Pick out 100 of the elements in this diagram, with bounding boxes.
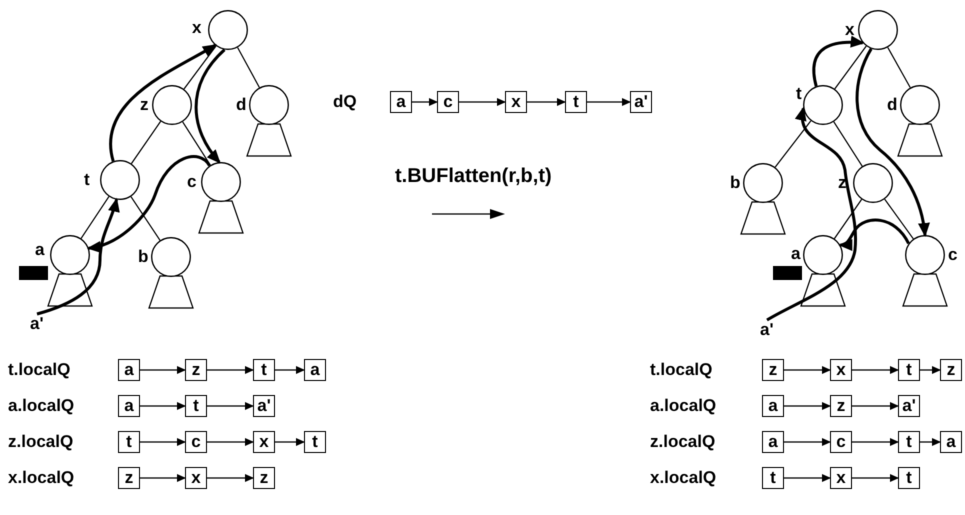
node-label: t: [84, 170, 90, 190]
tree-branch: [80, 196, 110, 239]
node-label: x: [192, 18, 202, 38]
queue-item: c: [437, 91, 459, 113]
queue-item: t: [253, 359, 275, 381]
arrow: [784, 402, 831, 410]
tree-node: [853, 163, 893, 203]
arrow: [852, 366, 899, 374]
arrow: [920, 366, 941, 374]
traversal-arrow: [838, 218, 910, 250]
tree-branch: [834, 46, 867, 90]
arrow: [459, 98, 506, 106]
queue-name: dQ: [333, 92, 357, 112]
arrow: [784, 438, 831, 446]
arrow: [784, 474, 831, 482]
arrow: [412, 98, 438, 106]
node-label: z: [140, 95, 148, 115]
queue-item: a: [118, 359, 140, 381]
queue-name: a.localQ: [8, 396, 74, 416]
node-label: b: [730, 173, 740, 193]
queue-item: a: [118, 395, 140, 417]
tree-node: [900, 85, 940, 125]
arrow: [140, 474, 186, 482]
traversal-arrow: [194, 48, 226, 164]
queue-name: z.localQ: [650, 432, 716, 452]
queue-item: a: [940, 431, 962, 453]
traversal-arrow: [36, 198, 120, 316]
queue-item: t: [898, 359, 920, 381]
tree-branch: [774, 120, 812, 168]
arrow: [852, 474, 899, 482]
queue-item: a': [630, 91, 652, 113]
arrow: [852, 438, 899, 446]
tree-node: [152, 85, 192, 125]
queue-item: z: [185, 359, 207, 381]
arrow: [275, 438, 305, 446]
arrow: [140, 366, 186, 374]
queue-item: t: [185, 395, 207, 417]
arrow: [207, 402, 254, 410]
arrow: [852, 402, 899, 410]
queue-item: t: [565, 91, 587, 113]
queue-name: x.localQ: [8, 468, 74, 488]
queue-item: t: [898, 467, 920, 489]
tree-branch: [130, 196, 160, 241]
tree-node: [100, 160, 140, 200]
path-start-label: a': [760, 320, 774, 340]
queue-name: t.localQ: [650, 360, 712, 380]
arrow: [920, 438, 941, 446]
tree-node: [905, 235, 945, 275]
queue-item: a': [253, 395, 275, 417]
queue-item: z: [762, 359, 784, 381]
tree-node: [50, 235, 90, 275]
arrow: [140, 438, 186, 446]
tree-branch: [237, 47, 260, 88]
tree-branch: [130, 121, 162, 164]
node-label: a: [791, 244, 800, 264]
traversal-arrow: [812, 36, 865, 86]
queue-item: z: [940, 359, 962, 381]
queue-item: c: [185, 431, 207, 453]
queue-item: t: [898, 431, 920, 453]
queue-item: z: [830, 395, 852, 417]
node-label: t: [796, 84, 802, 104]
traversal-arrow: [766, 106, 857, 322]
tree-node: [151, 237, 191, 277]
tree-node: [208, 10, 248, 50]
queue-item: t: [304, 431, 326, 453]
tree-branch: [184, 46, 216, 90]
queue-item: x: [253, 431, 275, 453]
arrow: [140, 402, 186, 410]
queue-item: a: [762, 431, 784, 453]
queue-item: a: [390, 91, 412, 113]
arrow: [784, 366, 831, 374]
queue-name: z.localQ: [8, 432, 74, 452]
tree-node: [249, 85, 289, 125]
queue-item: x: [185, 467, 207, 489]
queue-name: t.localQ: [8, 360, 70, 380]
traversal-arrow: [86, 155, 211, 252]
queue-name: x.localQ: [650, 468, 716, 488]
tree-node: [803, 85, 843, 125]
arrow: [275, 366, 305, 374]
queue-item: t: [762, 467, 784, 489]
tree-node: [201, 162, 241, 202]
arrow: [527, 98, 566, 106]
node-label: d: [887, 95, 898, 115]
tree-branch: [884, 198, 914, 240]
node-label: c: [948, 245, 958, 265]
tree-node: [858, 10, 898, 50]
arrow: [587, 98, 631, 106]
traversal-arrow: [109, 44, 217, 162]
queue-item: x: [830, 467, 852, 489]
tree-branch: [834, 199, 862, 239]
arrow: [207, 366, 254, 374]
path-start-label: a': [30, 314, 44, 334]
node-label: c: [187, 172, 196, 192]
traversal-arrow: [856, 48, 930, 237]
tree-branch: [887, 47, 911, 88]
queue-item: z: [118, 467, 140, 489]
node-label: d: [236, 95, 246, 115]
queue-item: a: [304, 359, 326, 381]
arrow: [207, 438, 254, 446]
queue-item: x: [830, 359, 852, 381]
